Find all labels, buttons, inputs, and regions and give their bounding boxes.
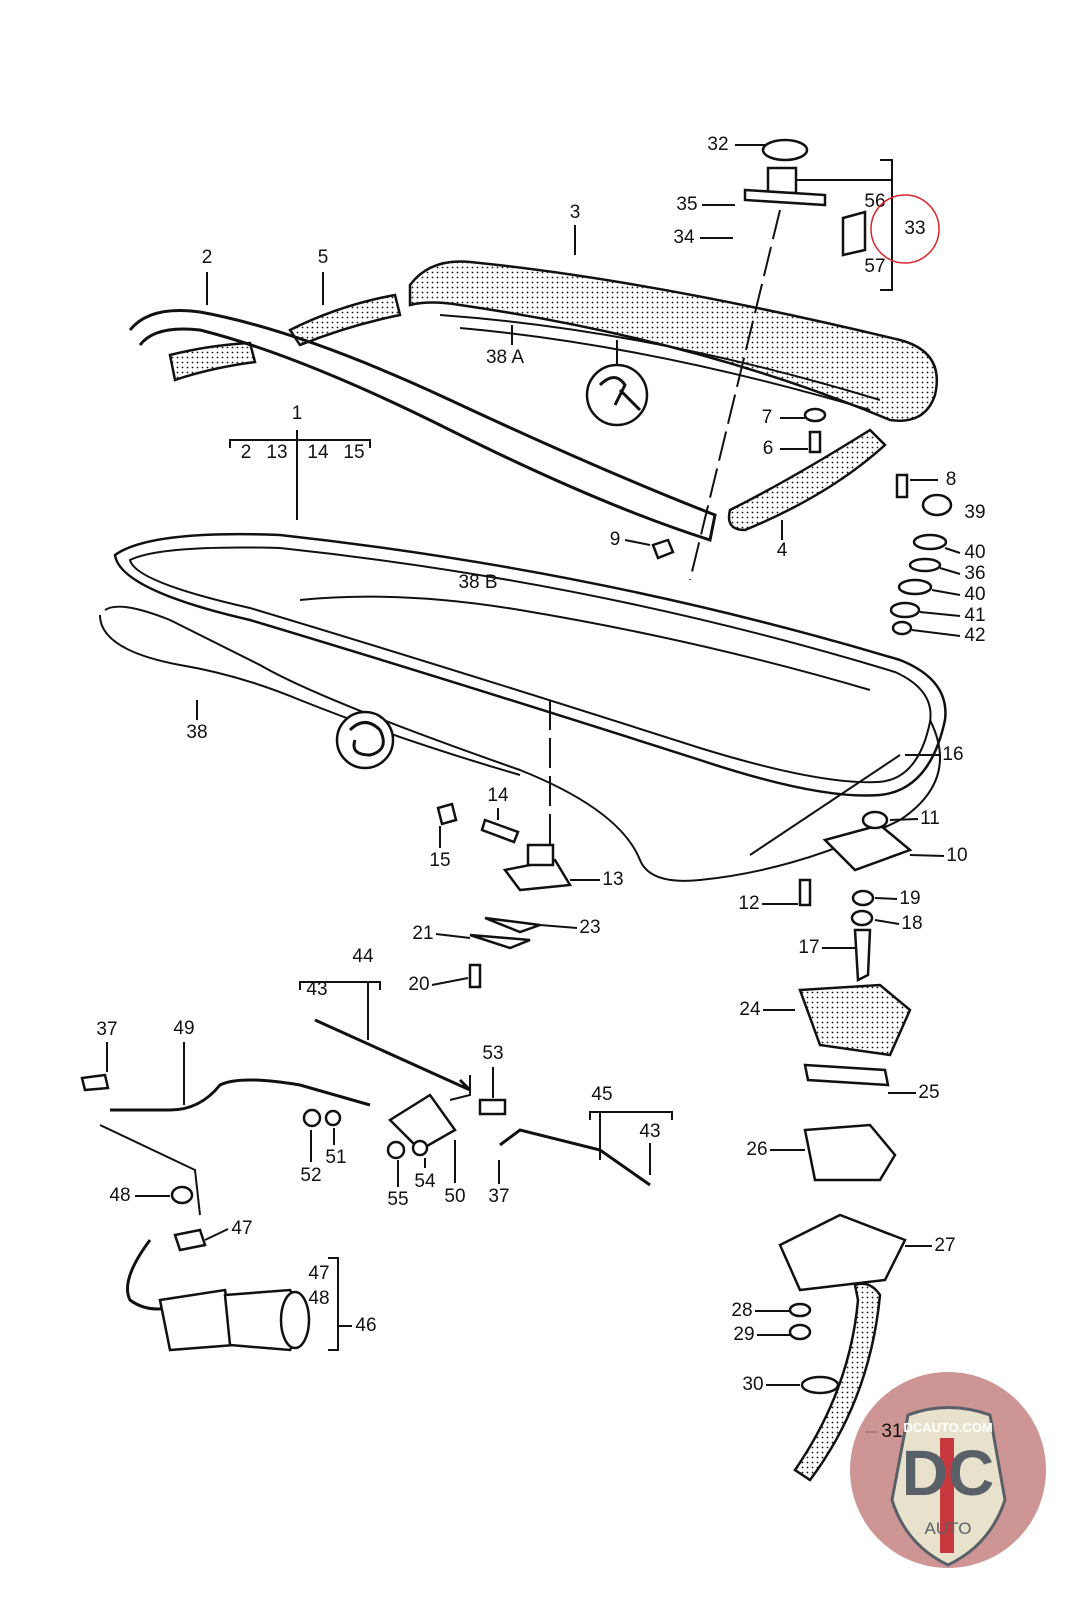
callout: 38 B [458, 572, 497, 593]
callout: 5 [318, 247, 329, 268]
callout: 56 [864, 191, 885, 212]
hardware-stack [651, 407, 953, 636]
callout: 51 [325, 1147, 346, 1168]
seal-2 [128, 308, 717, 542]
callout: 32 [707, 134, 728, 155]
callout: 47 [231, 1218, 252, 1239]
callout: 23 [579, 917, 600, 938]
callout: 14 [307, 442, 329, 463]
svg-text:DC: DC [902, 1437, 994, 1509]
symbol-icon [335, 710, 395, 770]
callout: 8 [946, 469, 957, 490]
callout: 55 [387, 1189, 408, 1210]
callout: 19 [899, 888, 920, 909]
callout: 2 [241, 442, 252, 463]
callout: 35 [676, 194, 697, 215]
callout: 40 [964, 542, 985, 563]
callout: 13 [602, 869, 623, 890]
callout: 57 [864, 256, 885, 277]
callout: 33 [904, 218, 925, 239]
callout: 37 [96, 1019, 117, 1040]
highlight-circle [870, 194, 940, 264]
callout: 31 [881, 1421, 902, 1442]
callout: 38 A [486, 347, 524, 368]
callout: 11 [920, 808, 940, 829]
callout: 44 [352, 946, 374, 967]
callout: 54 [414, 1171, 436, 1192]
callout: 34 [673, 227, 695, 248]
seal-upper [408, 260, 939, 422]
callout: 1 [292, 403, 303, 424]
callout: 3 [570, 202, 581, 223]
symbol-icon [585, 363, 649, 427]
svg-text:DCAUTO.COM: DCAUTO.COM [903, 1420, 992, 1435]
callout: 50 [444, 1186, 465, 1207]
callout: 29 [733, 1324, 754, 1345]
callout: 45 [591, 1084, 612, 1105]
dcauto-logo: DCAUTO.COM DC AUTO 31 [850, 1372, 1046, 1568]
callout: 28 [731, 1300, 752, 1321]
callout: 14 [487, 785, 509, 806]
callout: 49 [173, 1018, 194, 1039]
callout: 17 [798, 937, 819, 958]
seal-left [288, 293, 402, 347]
lid-frame [113, 532, 947, 797]
callout: 10 [946, 845, 967, 866]
callout: 48 [109, 1185, 130, 1206]
callout: 43 [639, 1121, 660, 1142]
callout: 12 [738, 893, 759, 914]
callout: 47 [308, 1263, 329, 1284]
callout: 25 [918, 1082, 939, 1103]
callout: 16 [942, 744, 963, 765]
callout: 24 [739, 999, 761, 1020]
callout: 43 [306, 979, 327, 1000]
callout: 15 [343, 442, 364, 463]
callout: 38 [186, 722, 207, 743]
callout: 4 [777, 540, 788, 561]
callout: 26 [746, 1139, 767, 1160]
callout: 7 [762, 407, 773, 428]
svg-text:AUTO: AUTO [925, 1519, 972, 1538]
callout: 20 [408, 974, 429, 995]
callout: 52 [300, 1165, 321, 1186]
callout: 37 [488, 1186, 509, 1207]
callout: 18 [901, 913, 922, 934]
callout: 48 [308, 1288, 329, 1309]
callout: 46 [355, 1315, 376, 1336]
callout: 9 [610, 529, 621, 550]
seal-side [727, 428, 887, 532]
callout: 40 [964, 584, 985, 605]
callout: 2 [202, 247, 213, 268]
callout: 42 [964, 625, 985, 646]
callout: 30 [742, 1374, 763, 1395]
callout-labels: 32 35 34 3 56 33 57 2 5 38 A 7 6 1 2 13 … [96, 134, 985, 1395]
callout: 39 [964, 502, 985, 523]
callout: 21 [412, 923, 433, 944]
callout: 6 [763, 438, 774, 459]
callout: 13 [266, 442, 287, 463]
callout: 15 [429, 850, 450, 871]
callout: 41 [964, 605, 985, 626]
callout: 36 [964, 563, 985, 584]
callout: 53 [482, 1043, 503, 1064]
callout: 27 [934, 1235, 955, 1256]
